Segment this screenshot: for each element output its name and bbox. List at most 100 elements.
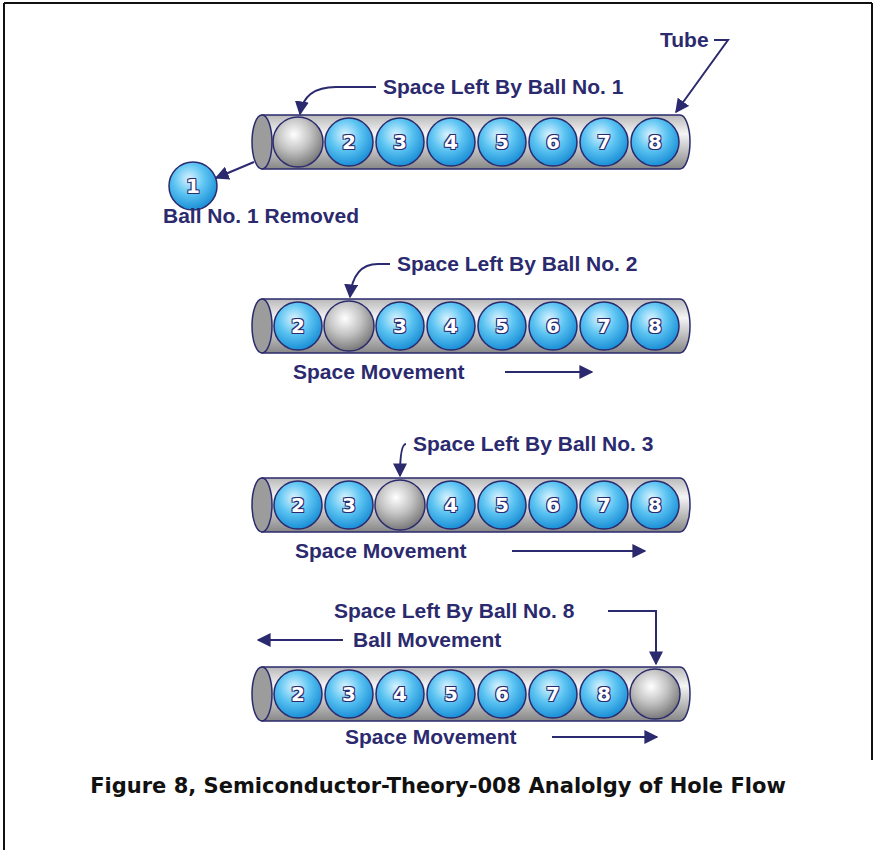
numbered-ball: 8	[579, 669, 629, 719]
tube	[252, 299, 690, 353]
ball-number: 3	[393, 131, 407, 153]
ball-circle	[169, 162, 217, 210]
ball-circle	[478, 481, 526, 529]
ball-circle	[274, 670, 322, 718]
ball-circle	[631, 118, 679, 166]
tube-body	[262, 299, 690, 353]
ball-number: 8	[648, 315, 662, 337]
ball-circle	[376, 118, 424, 166]
tube-body	[262, 115, 690, 169]
ball-circle	[478, 302, 526, 350]
numbered-ball: 1	[168, 161, 218, 211]
numbered-ball: 4	[426, 117, 476, 167]
tube-end	[252, 299, 272, 353]
numbered-ball: 4	[375, 669, 425, 719]
empty-space-ball	[630, 669, 680, 719]
movement-arrow	[505, 371, 592, 373]
ball-circle	[478, 118, 526, 166]
figure-caption: Figure 8, Semiconductor-Theory-008 Analo…	[58, 771, 818, 801]
annotation-label: Ball Movement	[353, 628, 501, 652]
ball-number: 3	[393, 315, 407, 337]
ball-number: 7	[597, 494, 611, 516]
frame-line	[871, 3, 873, 760]
numbered-ball: 6	[528, 117, 578, 167]
numbered-ball: 2	[324, 117, 374, 167]
numbered-ball: 5	[426, 669, 476, 719]
numbered-ball: 6	[528, 301, 578, 351]
numbered-ball: 3	[324, 480, 374, 530]
tube-body	[262, 478, 690, 532]
ball-circle	[580, 302, 628, 350]
ball-circle	[478, 670, 526, 718]
ball-circle	[325, 118, 373, 166]
tube-end	[252, 478, 272, 532]
numbered-ball: 3	[375, 117, 425, 167]
movement-arrow	[258, 639, 343, 641]
ball-number: 7	[546, 683, 560, 705]
leader-line	[300, 87, 376, 114]
numbered-ball: 2	[273, 301, 323, 351]
leader-line	[400, 444, 406, 476]
annotation-label: Space Left By Ball No. 3	[413, 432, 653, 456]
annotation-label: Space Left By Ball No. 2	[397, 252, 637, 276]
empty-space-ball	[324, 301, 374, 351]
ball-circle	[529, 670, 577, 718]
ball-number: 4	[444, 494, 458, 516]
numbered-ball: 8	[630, 117, 680, 167]
ball-number: 6	[546, 131, 560, 153]
ball-number: 5	[495, 494, 509, 516]
movement-arrow	[512, 550, 645, 552]
ball-number: 8	[597, 683, 611, 705]
ball-circle	[376, 302, 424, 350]
tube-end	[252, 115, 272, 169]
numbered-ball: 4	[426, 301, 476, 351]
ball-number: 2	[291, 683, 305, 705]
ball-circle	[631, 302, 679, 350]
ball-number: 8	[648, 494, 662, 516]
tube-body	[262, 667, 690, 721]
numbered-ball: 3	[375, 301, 425, 351]
ball-number: 8	[648, 131, 662, 153]
numbered-ball: 4	[426, 480, 476, 530]
numbered-ball: 7	[528, 669, 578, 719]
leaders	[216, 40, 728, 737]
leader-line	[350, 264, 390, 297]
ball-circle	[580, 481, 628, 529]
ball-circle	[325, 670, 373, 718]
frame	[4, 3, 872, 850]
empty-space-ball	[375, 480, 425, 530]
numbered-ball: 2	[273, 669, 323, 719]
numbered-ball: 6	[528, 480, 578, 530]
ball-number: 1	[186, 175, 200, 197]
annotation-label: Space Movement	[295, 539, 467, 563]
ball-circle	[427, 481, 475, 529]
annotation-label: Tube	[660, 28, 709, 52]
frame-line	[3, 3, 5, 850]
ball-number: 5	[495, 131, 509, 153]
ball-number: 7	[597, 315, 611, 337]
numbered-ball: 5	[477, 117, 527, 167]
numbered-ball: 5	[477, 480, 527, 530]
leader-line	[608, 611, 656, 664]
ball-circle	[529, 481, 577, 529]
ball-circle	[631, 481, 679, 529]
annotation-label: Space Movement	[345, 725, 517, 749]
numbered-ball: 8	[630, 480, 680, 530]
ball-circle	[274, 481, 322, 529]
tube-end	[252, 667, 272, 721]
ball-number: 6	[495, 683, 509, 705]
ball-number: 2	[291, 494, 305, 516]
empty-space-ball	[273, 117, 323, 167]
ball-circle	[427, 302, 475, 350]
annotation-label: Space Left By Ball No. 8	[334, 599, 574, 623]
ball-number: 4	[444, 131, 458, 153]
ball-number: 4	[393, 683, 407, 705]
ball-circle	[376, 670, 424, 718]
tube	[252, 478, 690, 532]
ball-number: 2	[291, 315, 305, 337]
numbered-ball: 3	[324, 669, 374, 719]
ball-circle	[580, 118, 628, 166]
numbered-ball: 2	[273, 480, 323, 530]
ball-number: 3	[342, 494, 356, 516]
